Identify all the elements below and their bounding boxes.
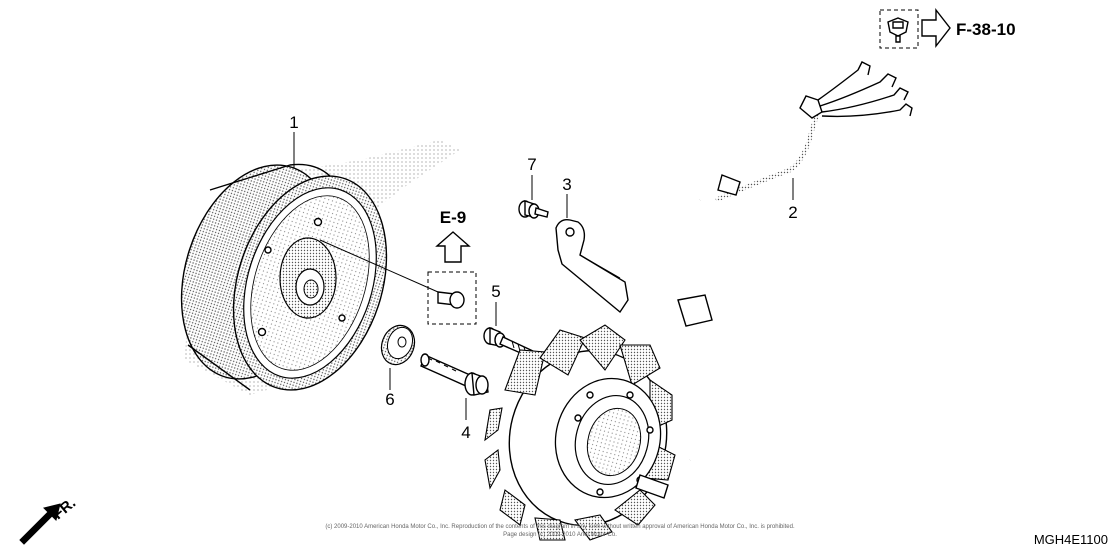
bracket-bolt[interactable]	[518, 200, 549, 219]
up-arrow-icon	[435, 231, 471, 263]
part-number-4[interactable]: 4	[461, 423, 470, 442]
front-arrow-icon	[19, 503, 61, 545]
diagram-code: MGH4E1100	[1034, 532, 1108, 547]
part-number-7[interactable]: 7	[527, 155, 536, 174]
flange-bolt[interactable]	[420, 353, 489, 396]
copyright-line-1: (c) 2009-2010 American Honda Motor Co., …	[325, 524, 795, 530]
f3810-reference[interactable]: F-38-10	[879, 7, 1016, 49]
e9-reference[interactable]: E-9	[427, 208, 477, 325]
front-direction-indicator: FR.	[19, 495, 79, 545]
stator-poles	[484, 324, 676, 541]
flywheel[interactable]	[156, 145, 413, 410]
part-number-2[interactable]: 2	[788, 203, 797, 222]
part-number-5[interactable]: 5	[491, 282, 500, 301]
washer[interactable]	[376, 321, 420, 370]
front-label: FR.	[50, 495, 79, 524]
right-arrow-icon	[921, 7, 951, 49]
part-number-6[interactable]: 6	[385, 390, 394, 409]
part-number-3[interactable]: 3	[562, 175, 571, 194]
part-number-1[interactable]: 1	[289, 113, 298, 132]
bracket[interactable]	[555, 218, 629, 314]
stator[interactable]	[484, 324, 686, 543]
e9-label[interactable]: E-9	[440, 208, 466, 227]
leader-flywheel-nut	[319, 239, 439, 293]
wire-harness[interactable]	[663, 61, 913, 462]
copyright-line-2: Page design (c) 2009-2010 Ariel Motor Co…	[503, 532, 617, 538]
f3810-label[interactable]: F-38-10	[956, 20, 1016, 39]
